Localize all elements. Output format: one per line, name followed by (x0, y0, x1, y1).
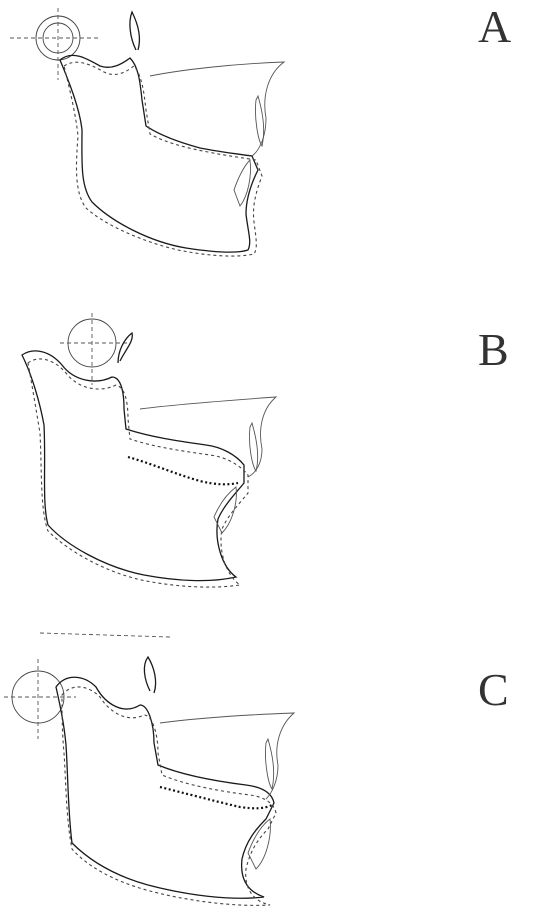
mandible-outline-dashed-a (64, 62, 262, 256)
condyle-reference-a (10, 8, 100, 80)
panel-label-b: B (478, 327, 509, 373)
mandible-superimposition-a (0, 0, 320, 290)
mandible-outline-dashed-b (28, 359, 248, 587)
panel-b: B (0, 305, 542, 595)
upper-incisor-a (255, 96, 263, 146)
coronoid-process-a (130, 12, 140, 50)
upper-incisor-c (265, 739, 273, 789)
mandible-outline-solid-b (22, 351, 244, 581)
upper-incisor-b (249, 423, 257, 471)
panel-label-c: C (478, 667, 509, 713)
panel-c: C (0, 615, 542, 905)
panel-label-a: A (478, 4, 511, 50)
maxilla-outline-c (160, 713, 294, 799)
panel-a: A (0, 0, 542, 290)
condyle-reference-c (4, 659, 76, 739)
maxilla-outline-a (150, 62, 284, 156)
reference-line-c (40, 633, 170, 637)
mandible-superimposition-c (0, 615, 320, 905)
occlusal-line-b (128, 457, 238, 484)
mandible-superimposition-b (0, 305, 320, 595)
mandible-outline-solid-a (60, 55, 258, 252)
coronoid-process-c (144, 657, 155, 693)
coronoid-process-b (118, 333, 132, 363)
mandible-outline-dashed-c (62, 687, 276, 905)
